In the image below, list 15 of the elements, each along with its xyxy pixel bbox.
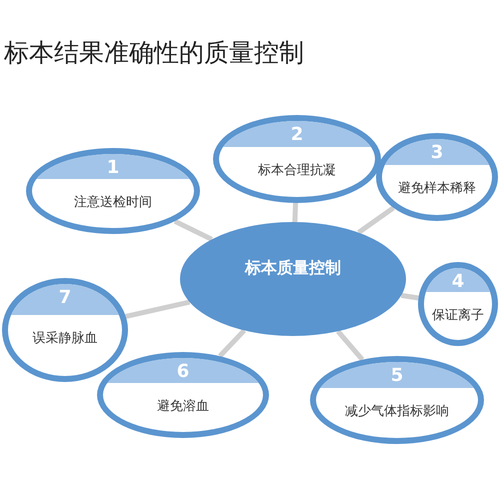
topic-label: 避免溶血 [156, 398, 210, 416]
topic-label: 避免样本稀释 [397, 180, 477, 197]
step-number: 4 [424, 268, 492, 292]
topic-label: 注意送检时间 [73, 194, 153, 212]
topic-label: 误采静脉血 [32, 330, 98, 348]
connector-line [400, 292, 419, 300]
topic-label: 减少气体指标影响 [344, 402, 450, 420]
topic-label: 标本合理抗凝 [257, 162, 337, 179]
connector-line [292, 202, 298, 222]
topic-label: 保证离子 [431, 307, 485, 324]
connector-line [357, 206, 395, 235]
central-label: 标本质量控制 [245, 258, 341, 279]
connector-line [125, 300, 190, 319]
connector-line [174, 219, 213, 242]
diagram-title: 标本结果准确性的质量控制 [4, 37, 304, 69]
